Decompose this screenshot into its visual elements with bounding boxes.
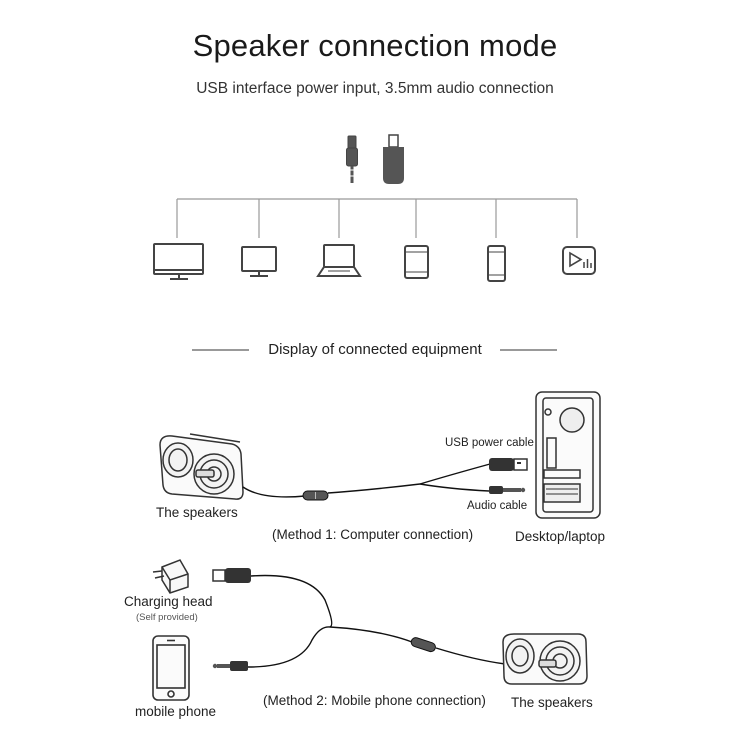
usb-cable-label: USB power cable [445,437,534,449]
phone-icon [487,245,506,282]
cables-method2 [247,574,506,668]
inline-controller-method2 [410,637,436,653]
audio-connector-method1 [489,486,526,494]
audio-cable-label: Audio cable [467,500,528,512]
section-heading: Display of connected equipment [268,341,482,358]
monitor-icon [241,246,277,277]
charging-head [152,559,189,594]
inline-controller-method1 [302,490,329,501]
desktop-computer [535,391,601,519]
usb-connector-method1 [489,458,528,471]
cables-method1 [242,463,491,498]
mobile-phone [152,635,190,701]
speakers-label-method2: The speakers [511,695,593,710]
tablet-icon [404,245,429,279]
audio-jack-icon [346,135,358,183]
speakers-method1 [159,433,244,500]
speakers-method2 [502,633,588,685]
method2-caption: (Method 2: Mobile phone connection) [263,693,486,708]
audio-connector-method2 [212,661,248,671]
usb-plug-icon [383,134,404,184]
laptop-icon [316,244,362,277]
media-player-icon [562,246,596,275]
method1-caption: (Method 1: Computer connection) [272,527,474,542]
tv-icon [153,243,204,280]
computer-label: Desktop/laptop [515,529,606,544]
phone-label: mobile phone [135,704,217,719]
page-subtitle: USB interface power input, 3.5mm audio c… [196,80,554,97]
usb-connector-method2 [212,568,251,583]
connection-tree [176,198,578,238]
speakers-label-method1: The speakers [156,505,238,520]
charger-label: Charging head [124,594,213,609]
page-title: Speaker connection mode [192,28,558,63]
charger-note: (Self provided) [136,612,198,623]
